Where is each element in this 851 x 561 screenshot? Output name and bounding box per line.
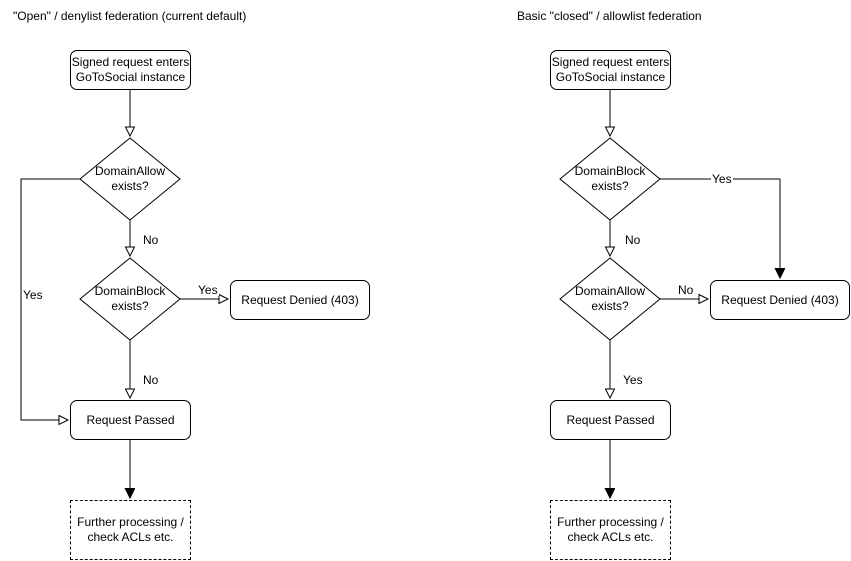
right-allow-yes-label: Yes (622, 373, 644, 387)
right-diagram-title: Basic "closed" / allowlist federation (517, 9, 702, 23)
left-allow-no-label: No (142, 233, 160, 247)
right-request-denied-node: Request Denied (403) (710, 280, 850, 320)
right-request-passed-node: Request Passed (550, 400, 671, 440)
left-allow-yes-label: Yes (22, 288, 44, 302)
left-diagram-title: "Open" / denylist federation (current de… (13, 9, 247, 23)
right-domainallow-diamond (559, 257, 661, 341)
left-request-passed-node: Request Passed (70, 400, 191, 440)
left-diagram-edges (20, 90, 228, 498)
left-request-denied-node: Request Denied (403) (230, 280, 370, 320)
right-allow-no-label: No (677, 283, 695, 297)
right-block-yes-label: Yes (711, 172, 733, 186)
right-domainblock-diamond (559, 137, 661, 221)
left-further-processing-node: Further processing / check ACLs etc. (70, 500, 191, 560)
right-start-node: Signed request enters GoToSocial instanc… (550, 50, 671, 90)
right-block-no-label: No (624, 233, 642, 247)
right-further-processing-node: Further processing / check ACLs etc. (550, 500, 671, 560)
left-start-node: Signed request enters GoToSocial instanc… (70, 50, 191, 90)
left-edge-domainallow-yes-to-passed (20, 178, 80, 420)
left-block-no-label: No (142, 373, 160, 387)
left-domainallow-diamond (79, 137, 181, 221)
right-edge-domainblock-yes-to-denied (660, 178, 780, 278)
left-block-yes-label: Yes (197, 283, 219, 297)
left-domainblock-diamond (79, 257, 181, 341)
right-diagram-edges (610, 90, 780, 498)
